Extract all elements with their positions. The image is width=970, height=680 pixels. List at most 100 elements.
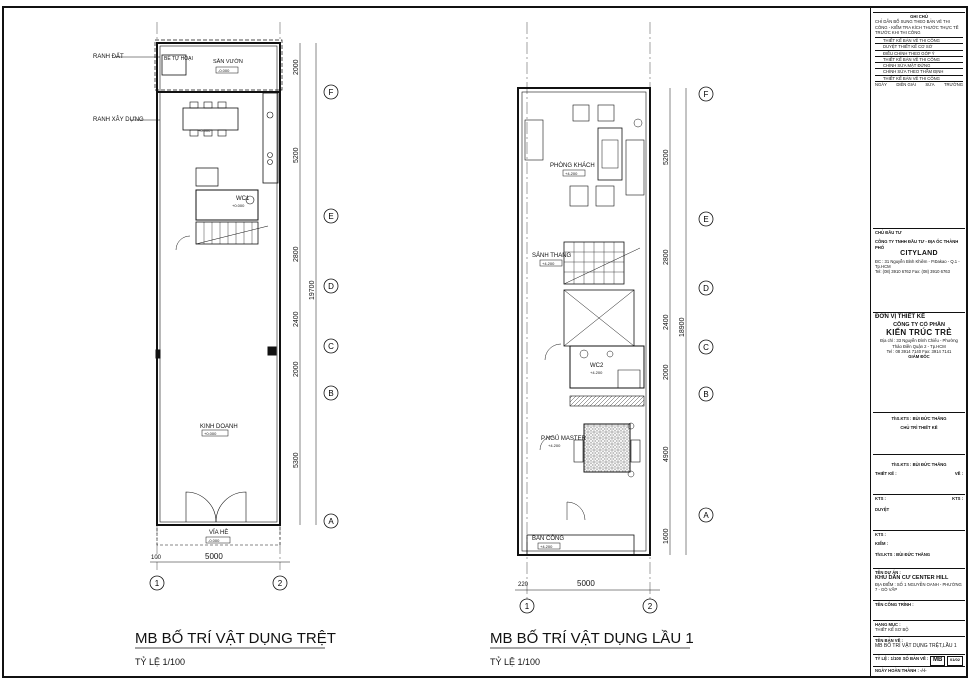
svg-text:A: A [703,511,709,520]
door-swing [544,343,562,361]
lamp-icon [627,422,635,430]
floor-plan-drawing: RANH ĐẤT RANH XÂY DỰNG BỂ TỰ HOẠI SÂN VƯ… [93,22,714,667]
drawing-sheet-frame [2,6,968,678]
designer-label: ĐƠN VỊ THIẾT KẾ [875,314,926,320]
kts-label-2: KTS : [952,496,963,501]
door-swing [566,501,586,521]
svg-text:F: F [704,90,709,99]
revision-item: THIẾT KẾ BẢN VẼ THI CÔNG [875,57,963,63]
date-section: NGÀY HOÀN THÀNH : -/-/- [873,666,965,676]
svg-text:1: 1 [525,602,530,611]
first-floor-plan-text: PHÒNG KHÁCH +4.200 SẢNH THANG +4.200 WC2… [490,149,694,667]
front-door-left [185,491,217,523]
ground-inner-wall [159,45,278,523]
dim-width: 5000 [577,579,595,588]
axis-bubble-b: B [698,386,714,402]
check-section: KTS : KIỂM : ThS.KTS : BÙI ĐỨC THẮNG [873,530,965,560]
revision-item: ĐIỀU CHỈNH THEO GÓP Ý [875,51,963,57]
revision-header: NGÀY DIỄN GIẢI SỬA TRƯỜNG [875,82,963,87]
revision-item: CHỈNH SỬA MẶT ĐỨNG [875,63,963,70]
owner-address: ĐC : 31 Nguyễn Bỉnh Khiêm - P.Đakao - Q.… [875,258,960,269]
level-kinh-doanh: +0.000 [204,431,217,436]
category-label: HẠNG MỤC : [875,622,901,627]
revision-item: THIẾT KẾ BẢN VẼ THI CÔNG [875,76,963,82]
dim-text: 2800 [293,246,300,262]
septic-tank [161,54,187,76]
coffee-table [601,139,619,169]
axis-bubble-e: E [698,211,714,227]
stair-direction [195,225,269,245]
dim-text: 2400 [293,311,300,327]
sheet-number-label: SỐ BẢN VẼ : [902,656,929,661]
armchair [569,185,589,207]
project-section: TÊN DỰ ÁN : KHU DÂN CƯ CENTER HILL ĐỊA Đ… [873,568,965,600]
category-value: THIẾT KẾ SƠ BỘ [875,627,909,633]
scale-section: TỶ LỆ : 1/100 SỐ BẢN VẼ : MB 01/02 [873,654,965,666]
front-door-right [215,491,247,523]
axis-bubble-d: D [323,278,339,294]
work-label: TÊN CÔNG TRÌNH : [875,602,914,607]
svg-text:2: 2 [648,602,653,611]
dim-edge: 220 [518,582,529,588]
plant-icon [633,118,643,128]
designer-company: CÔNG TY CỔ PHẦN [893,321,945,328]
chair [217,129,227,137]
chair [203,101,213,109]
label-wc1: WC1 [236,196,250,202]
title-block: GHI CHÚ CHỈ DẪN BỔ SUNG THEO BẢN VẼ THI … [870,8,967,676]
plan2-scale: TỶ LỆ 1/100 [490,656,540,667]
door-swing [539,435,555,451]
svg-text:D: D [328,282,334,291]
dim-text: 5200 [663,149,670,165]
axis-bubble-c: C [698,339,714,355]
axis-bubble-b: B [323,385,339,401]
kts-label-3: KTS : [875,532,886,537]
wardrobe [569,395,645,407]
dim-text: 4900 [663,446,670,462]
svg-text:1: 1 [155,579,160,588]
stair-treads [564,242,624,284]
axis-bubble-2: 2 [272,575,288,591]
label-ranh-dat: RANH ĐẤT [93,53,124,60]
svg-text:A: A [328,517,334,526]
nightstand [573,439,584,463]
axis-bubble-f: F [698,86,714,102]
draw-label: VẼ : [954,471,963,477]
label-ranh-xay-dung: RANH XÂY DỰNG [93,116,144,123]
wc1-room [195,189,259,221]
ground-floor-plan [115,22,317,570]
project-label: TÊN DỰ ÁN : [875,570,901,575]
nightstand [630,439,641,463]
label-phong-khach: PHÒNG KHÁCH [550,162,595,169]
chief-name: ThS.KTS : BÙI ĐỨC THẮNG [891,462,947,467]
notes-text: CHỈ DẪN BỔ SUNG THEO BẢN VẼ THI CÔNG - K… [875,19,959,35]
column [267,346,277,356]
dim-total: 18900 [679,317,686,337]
sink-icon [266,111,274,119]
rev-col-date: NGÀY [875,81,887,87]
level-wc2: +4.200 [590,370,603,375]
label-ban-cong: BAN CÔNG [532,535,564,542]
dim-text: 5300 [293,452,300,468]
shower-tray [617,369,641,389]
chief-designer-label: CHỦ TRÌ THIẾT KẾ [900,425,938,431]
svg-text:E: E [328,212,333,221]
rev-col-lead: TRƯỜNG [943,81,963,87]
floor1-outer-wall [517,87,651,556]
stair-treads [203,222,253,244]
level-sanh: +4.200 [542,261,555,266]
label-bep-an: BẾP - ĂN [196,120,222,127]
sidewalk [156,524,281,546]
project-name: KHU DÂN CƯ CENTER HILL [875,575,949,582]
axis-bubble-1: 1 [519,598,535,614]
owner-company: CÔNG TY TNHH ĐẦU TƯ - ĐỊA ỐC THÀNH PHỐ [875,239,959,250]
axis-bubble-d: D [698,280,714,296]
mb-code: MB [929,656,946,666]
notes-section: GHI CHÚ CHỈ DẪN BỔ SUNG THEO BẢN VẼ THI … [873,12,965,112]
axis-bubble-a: A [323,513,339,529]
lamp-icon [627,470,635,478]
level-phong-khach: +4.200 [565,171,578,176]
label-san-vuon: SÂN VƯỜN [213,58,243,65]
